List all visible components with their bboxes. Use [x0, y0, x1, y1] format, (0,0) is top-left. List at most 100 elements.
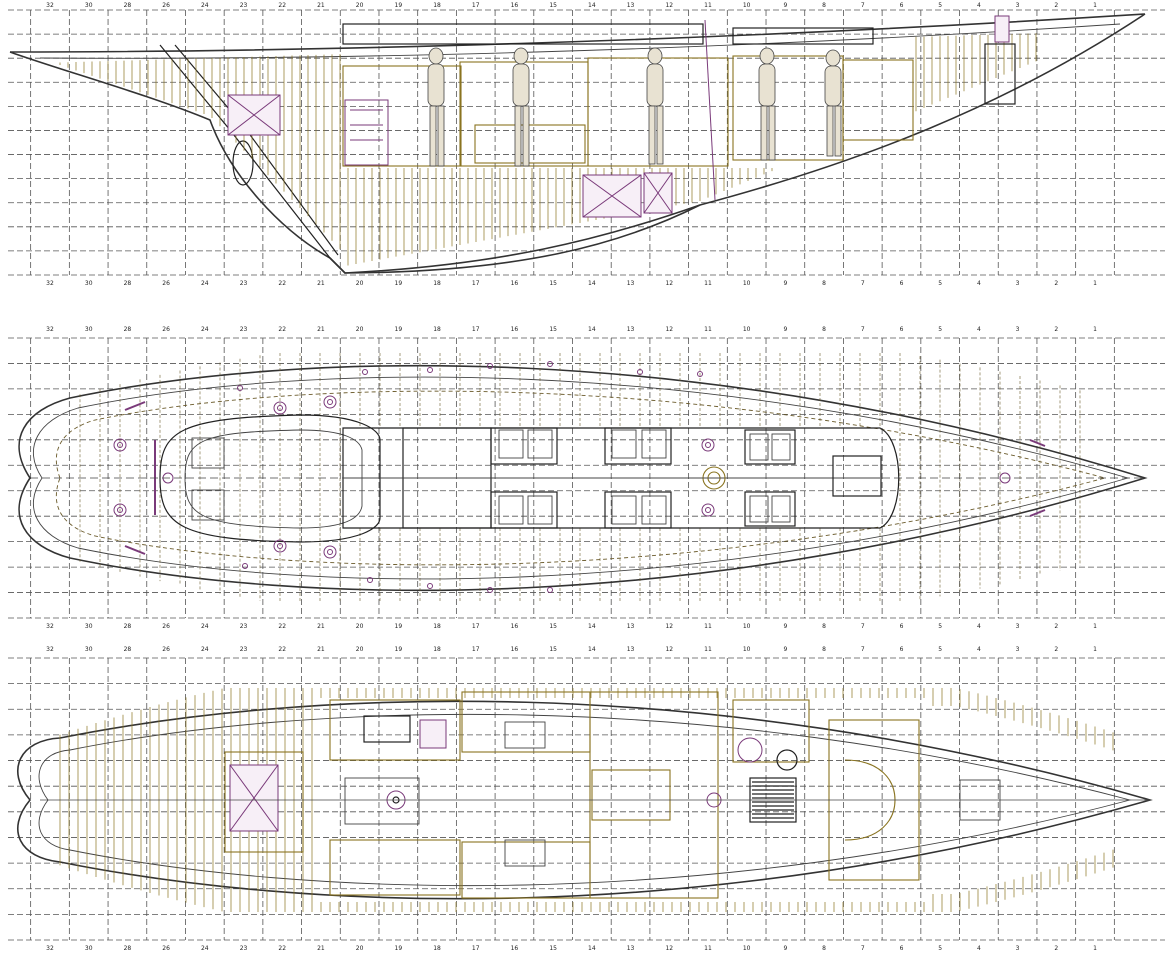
frame-label: 11: [704, 646, 712, 653]
frame-label: 5: [938, 945, 942, 952]
frame-label: 18: [433, 646, 441, 653]
winch-icon: [701, 438, 715, 452]
human-figure-4: [758, 47, 776, 161]
frame-label: 1: [1093, 2, 1097, 9]
profile-cabin-trunk: [342, 23, 704, 45]
nav-station: [329, 839, 461, 896]
frame-label: 7: [861, 326, 865, 333]
stanchion-icon: [427, 367, 433, 373]
winch-icon-inner: [277, 405, 283, 411]
stanchion-icon: [487, 363, 493, 369]
winch-icon: [273, 401, 287, 415]
frame-label: 1: [1093, 280, 1097, 287]
frame-label: 11: [704, 326, 712, 333]
deck-fittings: [113, 361, 1046, 593]
frame-label: 2: [1054, 280, 1058, 287]
frame-label: 24: [201, 945, 209, 952]
frame-label: 8: [822, 280, 826, 287]
frame-label: 9: [783, 2, 787, 9]
frame-label: 3: [1016, 623, 1020, 630]
frame-label: 24: [201, 623, 209, 630]
stanchion-icon: [637, 369, 643, 375]
frame-label: 6: [900, 646, 904, 653]
frame-label: 8: [822, 326, 826, 333]
frame-label: 2: [1054, 326, 1058, 333]
frame-label: 10: [743, 280, 751, 287]
hatch-group-3: [744, 429, 796, 527]
frame-label: 8: [822, 646, 826, 653]
cleat-icon: [124, 401, 146, 411]
shower-grating-slats: [752, 781, 794, 819]
frame-label: 30: [85, 326, 93, 333]
engine-box: [344, 777, 420, 825]
frame-label: 28: [124, 2, 132, 9]
frame-label: 21: [317, 646, 325, 653]
frame-label: 20: [356, 646, 364, 653]
lazarette-cross: [227, 94, 281, 136]
frame-label: 17: [472, 326, 480, 333]
frame-label: 7: [861, 2, 865, 9]
human-figure-1: [427, 47, 445, 167]
frame-label: 9: [783, 945, 787, 952]
frame-label: 23: [240, 326, 248, 333]
frame-label: 10: [743, 326, 751, 333]
accommodation-plan-view: [17, 688, 1153, 912]
frame-label: 19: [395, 646, 403, 653]
frame-label: 22: [278, 945, 286, 952]
frame-label: 7: [861, 945, 865, 952]
frame-label: 26: [162, 623, 170, 630]
frame-label: 17: [472, 945, 480, 952]
frame-label: 21: [317, 326, 325, 333]
frame-label: 8: [822, 945, 826, 952]
frame-label: 17: [472, 623, 480, 630]
frame-label: 18: [433, 280, 441, 287]
frame-label: 19: [395, 945, 403, 952]
cleat-icon: [1029, 439, 1046, 447]
frame-label: 28: [124, 646, 132, 653]
fore-hatch: [832, 455, 882, 497]
stove-icon: [419, 719, 447, 749]
frame-label: 22: [278, 646, 286, 653]
winch-icon: [323, 395, 337, 409]
mast-line: [704, 19, 716, 201]
winch-icon: [323, 545, 337, 559]
frame-label: 10: [743, 2, 751, 9]
profile-doghouse: [732, 27, 874, 45]
frame-label: 7: [861, 623, 865, 630]
profile-galley: [342, 65, 462, 167]
human-figure-5: [824, 49, 842, 157]
frame-label: 12: [665, 280, 673, 287]
heads-compartment: [732, 699, 810, 763]
frame-label: 9: [783, 280, 787, 287]
frame-label: 12: [665, 623, 673, 630]
frame-label: 2: [1054, 646, 1058, 653]
frame-label: 22: [278, 2, 286, 9]
frame-label: 16: [511, 326, 519, 333]
saloon-centre: [589, 691, 719, 899]
frame-label: 23: [240, 623, 248, 630]
frame-label: 30: [85, 945, 93, 952]
frame-label: 5: [938, 2, 942, 9]
human-figure-3: [646, 47, 664, 165]
profile-saloon-table: [474, 124, 586, 164]
frame-label: 5: [938, 623, 942, 630]
human-figure-2: [512, 47, 530, 167]
aft-hatch-cross: [229, 764, 279, 832]
frame-label: 16: [511, 2, 519, 9]
frame-label: 4: [977, 623, 981, 630]
frame-label: 4: [977, 2, 981, 9]
frame-label: 32: [46, 280, 54, 287]
frame-label: 24: [201, 2, 209, 9]
frame-label: 18: [433, 326, 441, 333]
frame-label: 14: [588, 2, 596, 9]
frame-label: 15: [549, 623, 557, 630]
frame-label: 1: [1093, 646, 1097, 653]
bow-chain-locker: [984, 43, 1016, 105]
frame-label: 13: [627, 646, 635, 653]
steering-seat: [191, 437, 225, 469]
frame-label: 20: [356, 623, 364, 630]
frame-label: 13: [627, 2, 635, 9]
frame-label: 14: [588, 326, 596, 333]
frame-label: 21: [317, 280, 325, 287]
